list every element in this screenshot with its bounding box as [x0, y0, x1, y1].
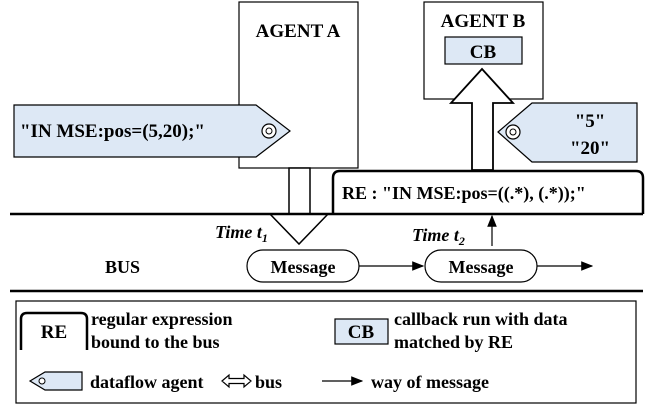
- legend-tag-icon: [28, 371, 83, 391]
- double-arrow-icon: [221, 373, 252, 389]
- agent-b-value-2: "20": [570, 138, 610, 159]
- agent-b-values-tag: "5" "20": [497, 102, 638, 163]
- bus-label: BUS: [105, 257, 140, 277]
- legend-re-badge: [19, 311, 89, 350]
- svg-text:RE: RE: [41, 322, 67, 343]
- agent-a-label: AGENT A: [256, 21, 341, 42]
- agent-b-label: AGENT B: [441, 11, 526, 32]
- message-2: Message: [424, 249, 538, 283]
- svg-text:CB: CB: [348, 322, 375, 343]
- agent-a-message-tag: "IN MSE:pos=(5,20);": [13, 104, 291, 158]
- svg-text:Message: Message: [271, 257, 336, 277]
- time-t2-label: Time t2: [412, 225, 465, 248]
- message-1: Message: [246, 249, 360, 283]
- agent-a-dataflow-arrow: [268, 167, 330, 246]
- agent-b-value-1: "5": [575, 111, 606, 132]
- agent-b-callback-box: [444, 36, 523, 65]
- legend: RE regular expression bound to the bus C…: [15, 300, 637, 404]
- legend-way-text: way of message: [371, 372, 489, 392]
- legend-cb-text-1: callback run with data: [394, 309, 568, 329]
- legend-re-text-1: regular expression: [91, 309, 233, 329]
- legend-re-text-2: bound to the bus: [91, 332, 220, 352]
- agent-b-dataflow-arrow: [448, 67, 516, 171]
- regex-box: RE : "IN MSE:pos=((.*), (.*));": [331, 169, 645, 214]
- regex-text: RE : "IN MSE:pos=((.*), (.*));": [342, 183, 586, 204]
- legend-cb-badge: [334, 318, 389, 345]
- legend-bus-text: bus: [255, 372, 282, 392]
- agent-b: AGENT B CB: [423, 1, 544, 100]
- legend-cb-text-2: matched by RE: [394, 332, 513, 352]
- svg-text:Message: Message: [449, 257, 514, 277]
- time-t1-label: Time t1: [215, 222, 268, 245]
- legend-dataflow-text: dataflow agent: [90, 372, 204, 392]
- tag-hole-icon: [261, 123, 277, 139]
- agent-a-message-text: "IN MSE:pos=(5,20);": [20, 121, 205, 142]
- agent-b-callback-label: CB: [470, 42, 497, 63]
- tag-hole-icon: [505, 124, 521, 140]
